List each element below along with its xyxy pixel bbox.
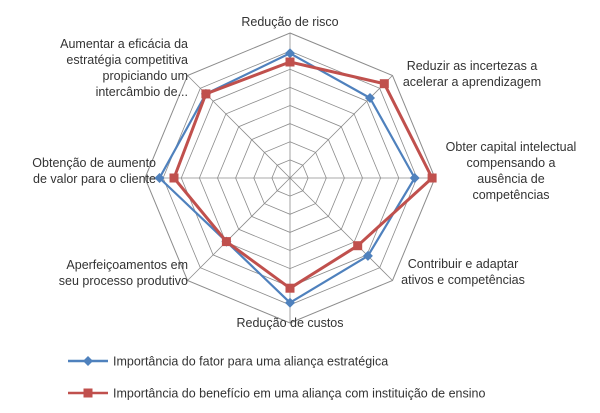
category-label-line: propiciando um xyxy=(103,69,188,83)
spoke-1 xyxy=(289,75,393,179)
legend-label-0: Importância do fator para uma aliança es… xyxy=(113,355,388,369)
category-label-6: Obtenção de aumento de valor para o clien… xyxy=(32,156,156,186)
category-label-1: Reduzir as incertezas a acelerar a aprend… xyxy=(403,59,541,89)
spoke-5 xyxy=(187,177,291,281)
series-0-point-3 xyxy=(362,250,373,261)
category-label-line: Redução de custos xyxy=(236,316,343,330)
legend: Importância do fator para uma aliança es… xyxy=(68,355,485,401)
category-label-2: Obter capital intelectual compensando a au… xyxy=(446,140,577,202)
category-label-0: Redução de risco xyxy=(241,15,338,29)
category-label-line: de valor para o cliente xyxy=(33,172,156,186)
category-label-line: Aperfeiçoamentos em xyxy=(66,258,188,272)
legend-marker-0 xyxy=(83,356,93,366)
series-0-point-4 xyxy=(285,297,295,308)
category-label-line: Contribuir e adaptar xyxy=(408,257,518,271)
category-label-7: Aumentar a eficácia da estratégia competi… xyxy=(60,37,188,99)
category-label-5: Aperfeiçoamentos em seu processo produtiv… xyxy=(59,258,188,288)
series-0-point-6 xyxy=(154,173,165,183)
series-1-point-5 xyxy=(221,237,231,247)
category-label-4: Redução de custos xyxy=(236,316,343,330)
category-label-line: Reduzir as incertezas a xyxy=(407,59,538,73)
category-label-line: Redução de risco xyxy=(241,15,338,29)
category-label-line: Obter capital intelectual xyxy=(446,140,577,154)
category-label-line: compensando a xyxy=(467,156,556,170)
category-label-line: estratégia competitiva xyxy=(66,53,188,67)
category-label-line: Aumentar a eficácia da xyxy=(60,37,188,51)
series-1-point-2 xyxy=(427,173,437,183)
series-group xyxy=(154,48,437,308)
series-0-point-1 xyxy=(365,93,375,103)
category-label-line: intercâmbio de... xyxy=(96,85,188,99)
series-1-point-4 xyxy=(285,283,295,293)
series-1-point-0 xyxy=(285,57,295,67)
category-label-line: seu processo produtivo xyxy=(59,274,188,288)
series-0-point-0 xyxy=(285,48,295,59)
series-1-point-1 xyxy=(379,79,389,89)
series-1-point-7 xyxy=(201,89,211,99)
category-label-line: Obtenção de aumento xyxy=(32,156,156,170)
series-0-point-2 xyxy=(409,173,420,183)
series-1-point-6 xyxy=(169,173,179,183)
category-label-line: ativos e competências xyxy=(401,273,525,287)
radar-spokes xyxy=(145,33,435,323)
legend-label-1: Importância do benefício em uma aliança … xyxy=(113,387,485,401)
category-label-3: Contribuir e adaptar ativos e competência… xyxy=(401,257,525,287)
category-label-line: ausência de xyxy=(477,172,544,186)
legend-marker-1 xyxy=(83,388,93,398)
series-1-point-3 xyxy=(353,241,363,251)
category-label-line: acelerar a aprendizagem xyxy=(403,75,541,89)
spoke-3 xyxy=(289,177,393,281)
category-label-line: competências xyxy=(472,188,549,202)
